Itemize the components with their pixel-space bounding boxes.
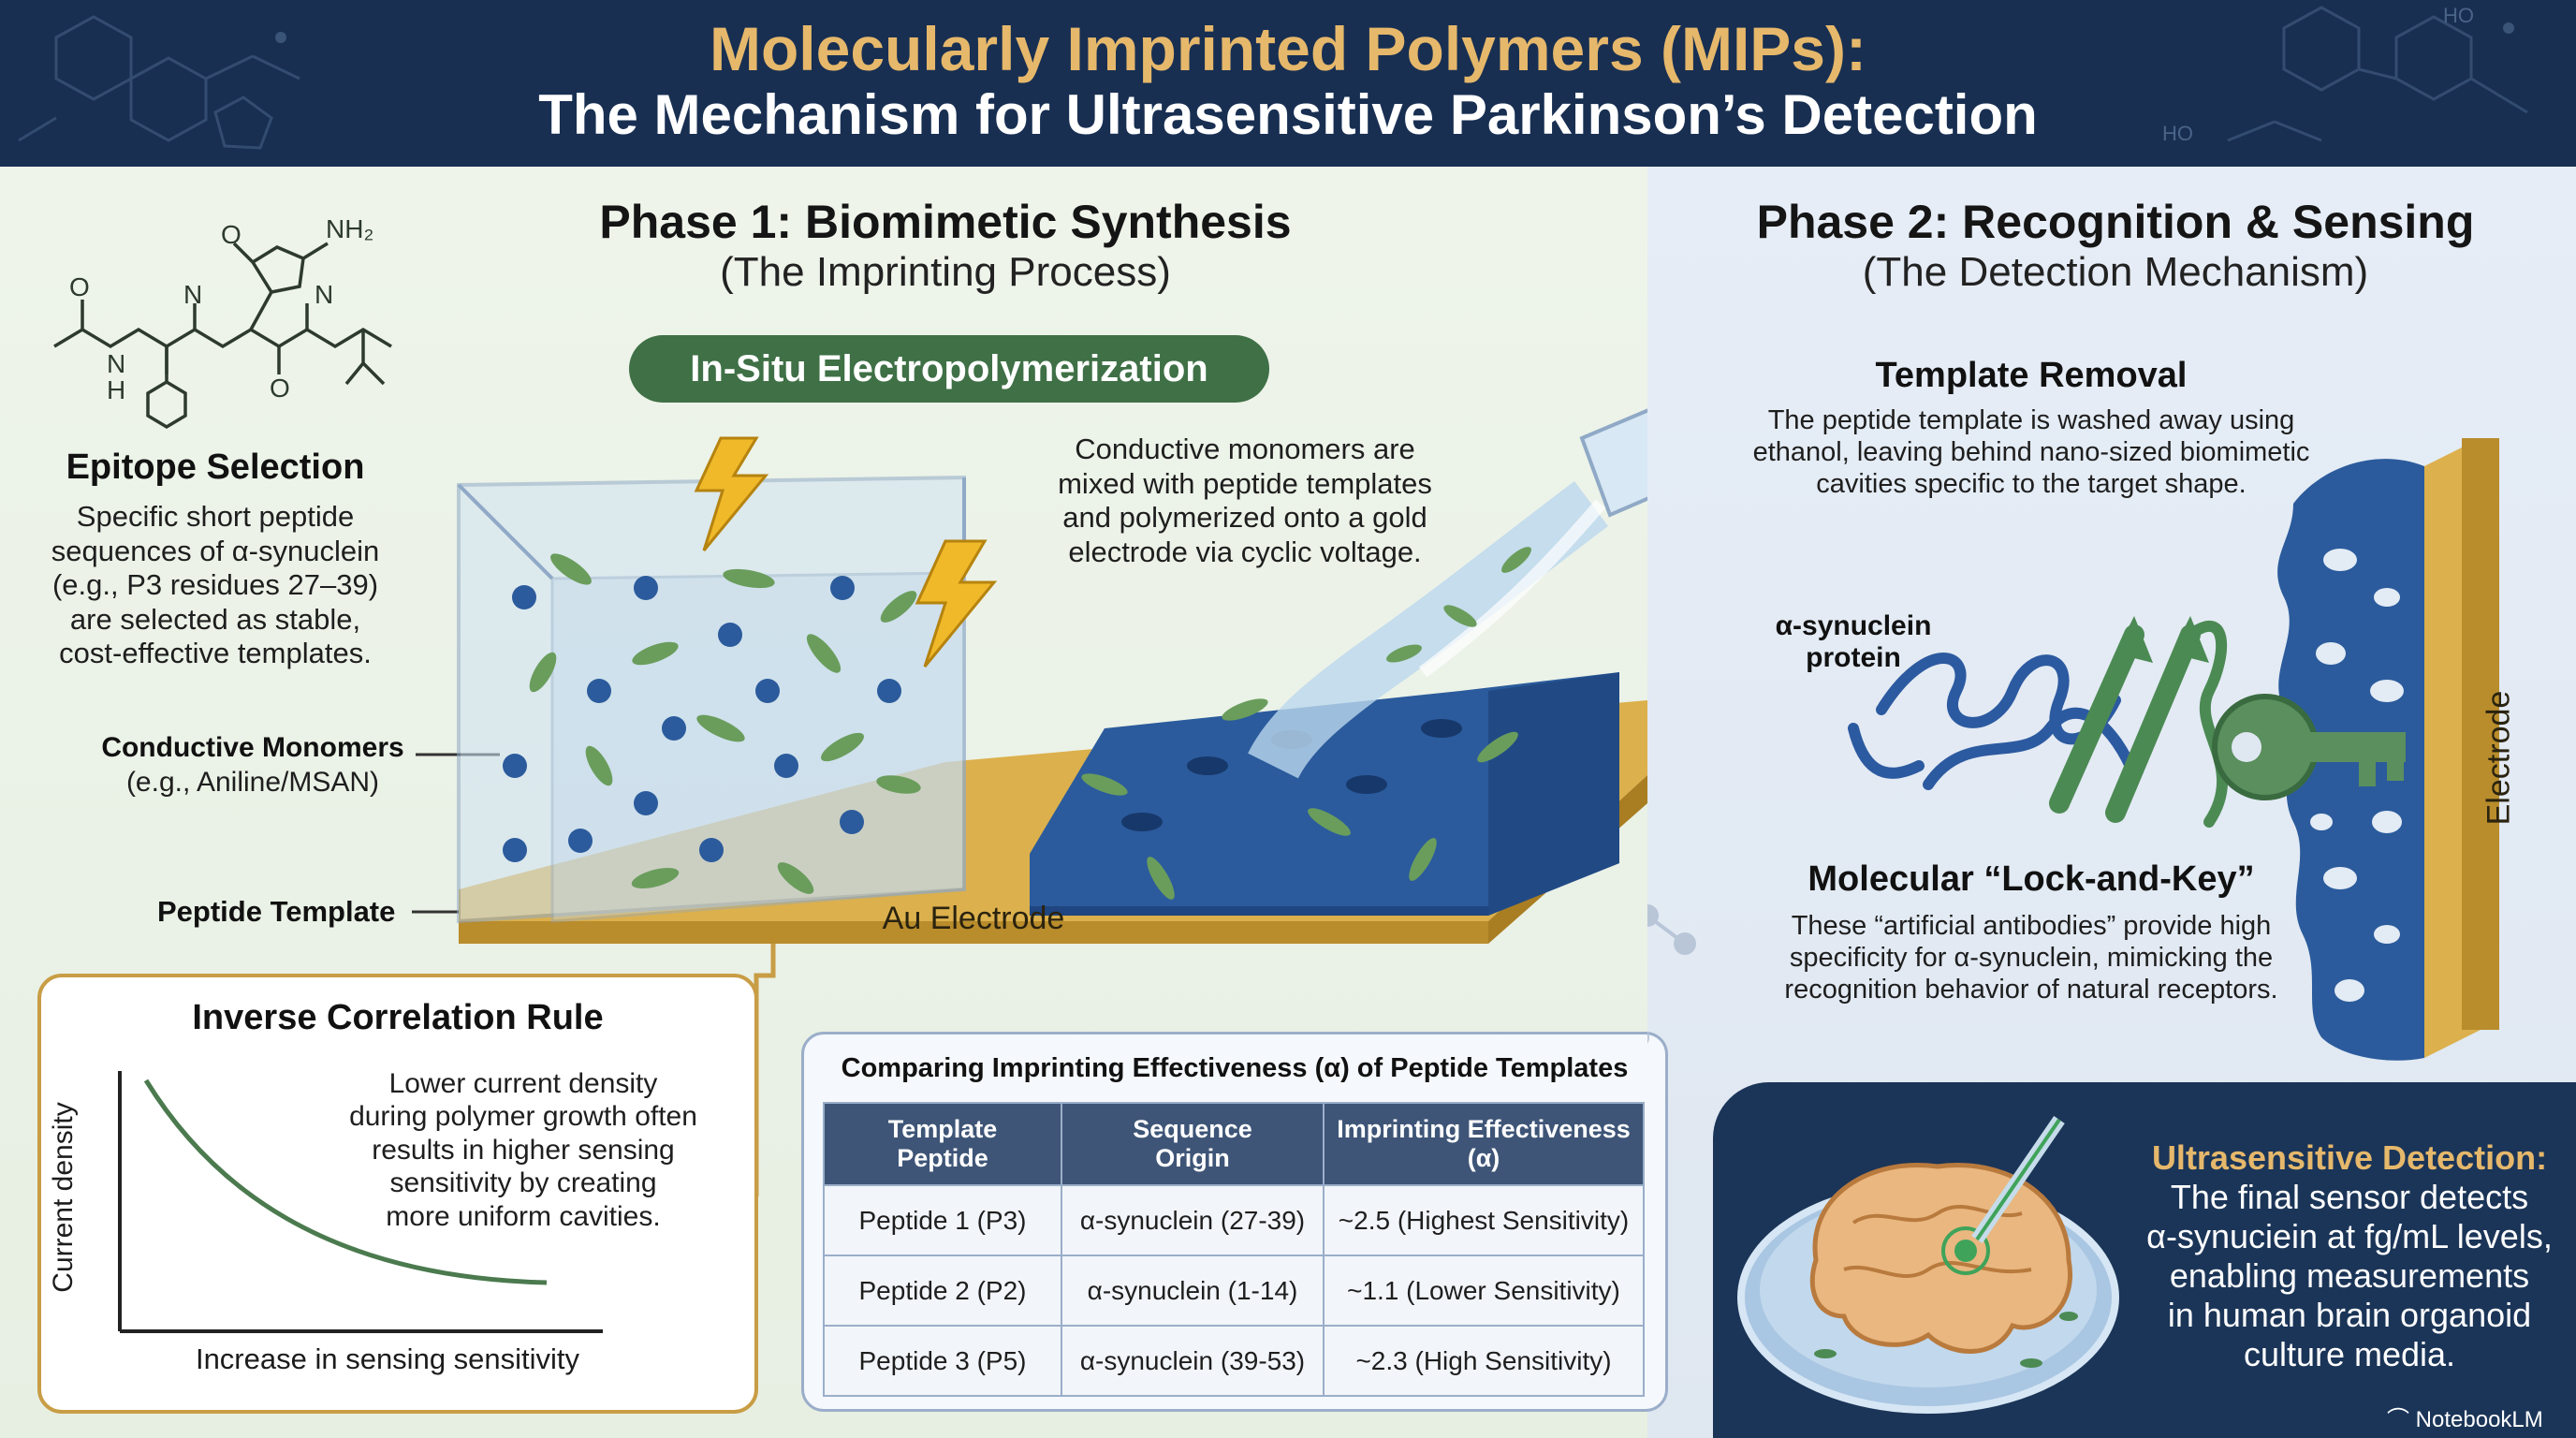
inverse-curve xyxy=(143,1078,548,1285)
svg-text:HO: HO xyxy=(2443,4,2474,27)
phase1-illustration xyxy=(412,408,1647,1196)
table-row: Peptide 2 (P2) α-synuclein (1-14) ~1.1 (… xyxy=(823,1255,1645,1327)
inverse-description: Lower current density during polymer gro… xyxy=(322,1067,724,1233)
lock-line: These “artificial antibodies” provide hi… xyxy=(1791,911,2272,941)
comparison-table-box: Comparing Imprinting Effectiveness (α) o… xyxy=(801,1032,1668,1412)
table-cell: ~1.1 (Lower Sensitivity) xyxy=(1323,1255,1645,1327)
template-removal-description: The peptide template is washed away usin… xyxy=(1685,404,2378,501)
inverse-title: Inverse Correlation Rule xyxy=(192,998,604,1037)
inverse-line: results in higher sensing xyxy=(372,1134,675,1166)
brain-petri-dish-icon xyxy=(1737,1116,2119,1414)
ultrasensitive-detection-box: Ultrasensitive Detection: The final sens… xyxy=(1713,1082,2576,1438)
atom-label-o1: O xyxy=(69,272,90,301)
removal-line: cavities specific to the target shape. xyxy=(1816,469,2247,500)
epitope-description: Specific short peptide sequences of α-sy… xyxy=(9,500,421,671)
protein-label-line: α-synuclein xyxy=(1775,610,1932,641)
table-cell: Peptide 1 (P3) xyxy=(823,1184,1062,1256)
phase2-title: Phase 2: Recognition & Sensing xyxy=(1756,196,2475,248)
phase1-description: Conductive monomers are mixed with pepti… xyxy=(1020,433,1470,569)
atom-label-o2: O xyxy=(221,220,242,249)
table-cell: ~2.3 (High Sensitivity) xyxy=(1323,1325,1645,1397)
table-cell: Peptide 2 (P2) xyxy=(823,1255,1062,1327)
monomers-label: Conductive Monomers xyxy=(101,732,404,763)
template-removal-title: Template Removal xyxy=(1875,356,2188,395)
lock-line: specificity for α-synuclein, mimicking t… xyxy=(1789,943,2274,974)
phase1-desc-line: Conductive monomers are xyxy=(1075,433,1415,465)
ultra-line: in human brain organoid xyxy=(2167,1296,2532,1335)
main-title-line2: The Mechanism for Ultrasensitive Parkins… xyxy=(538,83,2038,146)
atom-label-h1: H xyxy=(107,375,125,404)
ultra-line: α-synuciein at fg/mL levels, xyxy=(2146,1217,2553,1256)
table-cell: ~2.5 (Highest Sensitivity) xyxy=(1323,1184,1645,1256)
main-title-line1: Molecularly Imprinted Polymers (MIPs): xyxy=(710,14,1866,83)
lock-and-key-description: These “artificial antibodies” provide hi… xyxy=(1685,910,2378,1006)
phase1-subtitle: (The Imprinting Process) xyxy=(720,249,1171,295)
phase1-desc-line: electrode via cyclic voltage. xyxy=(1068,535,1422,568)
electropolymerization-pill: In-Situ Electropolymerization xyxy=(629,335,1269,403)
phase1-desc-line: and polymerized onto a gold xyxy=(1062,501,1427,535)
ultra-line: culture media. xyxy=(2243,1335,2456,1374)
electrode-label: Electrode xyxy=(2481,690,2517,826)
inverse-ylabel: Current density xyxy=(48,1102,79,1293)
epitope-line: cost-effective templates. xyxy=(59,637,372,670)
au-electrode-label: Au Electrode xyxy=(882,901,1065,936)
ultra-description: The final sensor detects α-synuciein at … xyxy=(2115,1178,2576,1375)
table-cell: α-synuclein (39-53) xyxy=(1061,1325,1325,1397)
epitope-line: sequences of α-synuclein xyxy=(51,534,380,567)
table-row: Peptide 3 (P5) α-synuclein (39-53) ~2.3 … xyxy=(823,1325,1645,1397)
ultra-title: Ultrasensitive Detection: xyxy=(2151,1138,2548,1177)
phase1-desc-line: mixed with peptide templates xyxy=(1058,466,1432,500)
nh2-label: NH₂ xyxy=(326,214,373,243)
atom-label-n3: N xyxy=(315,280,333,309)
epitope-title: Epitope Selection xyxy=(66,448,365,487)
svg-text:HO: HO xyxy=(2162,122,2193,145)
inverse-correlation-box: Inverse Correlation Rule Lower current d… xyxy=(37,974,758,1414)
table-cell: Peptide 3 (P5) xyxy=(823,1325,1062,1397)
peptide-structure-icon: O N H N O NH₂ O N xyxy=(53,214,392,430)
inverse-line: during polymer growth often xyxy=(349,1101,697,1133)
inverse-line: Lower current density xyxy=(388,1068,658,1099)
phase1-title: Phase 1: Biomimetic Synthesis xyxy=(599,196,1292,248)
lock-and-key-title: Molecular “Lock-and-Key” xyxy=(1808,859,2255,899)
protein-label-line: protein xyxy=(1806,642,1901,673)
notebooklm-logo-icon: ⌒ xyxy=(2387,1407,2409,1432)
inverse-xlabel: Increase in sensing sensitivity xyxy=(195,1343,580,1375)
monomers-sublabel: (e.g., Aniline/MSAN) xyxy=(125,767,380,798)
atom-label-n2: N xyxy=(183,280,202,309)
lock-line: recognition behavior of natural receptor… xyxy=(1784,975,2278,1005)
removal-line: ethanol, leaving behind nano-sized biomi… xyxy=(1752,437,2310,468)
atom-label-n1: N xyxy=(107,349,125,378)
header-banner xyxy=(0,0,2576,167)
peptide-template-label: Peptide Template xyxy=(157,895,396,928)
removal-line: The peptide template is washed away usin… xyxy=(1767,405,2295,435)
table-row: Peptide 1 (P3) α-synuclein (27-39) ~2.5 … xyxy=(823,1184,1645,1256)
epitope-line: are selected as stable, xyxy=(69,602,361,636)
protein-label: α-synuclein protein xyxy=(1741,610,1966,674)
epitope-line: Specific short peptide xyxy=(76,500,355,533)
notebooklm-label: NotebookLM xyxy=(2415,1407,2543,1432)
inverse-curve-chart xyxy=(118,1071,603,1333)
ultra-line: The final sensor detects xyxy=(2170,1178,2529,1216)
table-cell: α-synuclein (1-14) xyxy=(1061,1255,1325,1327)
phase2-subtitle: (The Detection Mechanism) xyxy=(1862,249,2369,295)
phase2-illustration xyxy=(1647,438,2499,1061)
ultra-line: enabling measurements xyxy=(2169,1256,2530,1296)
table-title: Comparing Imprinting Effectiveness (α) o… xyxy=(841,1053,1629,1083)
epitope-line: (e.g., P3 residues 27–39) xyxy=(51,568,379,602)
table-cell: α-synuclein (27-39) xyxy=(1061,1184,1325,1256)
atom-label-o3: O xyxy=(270,374,290,403)
inverse-line: more uniform cavities. xyxy=(386,1200,661,1232)
header-molecule-decoration: HO HO xyxy=(18,4,2528,150)
notebooklm-branding: ⌒ NotebookLM xyxy=(2387,1401,2574,1433)
inverse-line: sensitivity by creating xyxy=(389,1167,657,1199)
table-header-cell: Imprinting Effectiveness(α) xyxy=(1323,1102,1645,1186)
